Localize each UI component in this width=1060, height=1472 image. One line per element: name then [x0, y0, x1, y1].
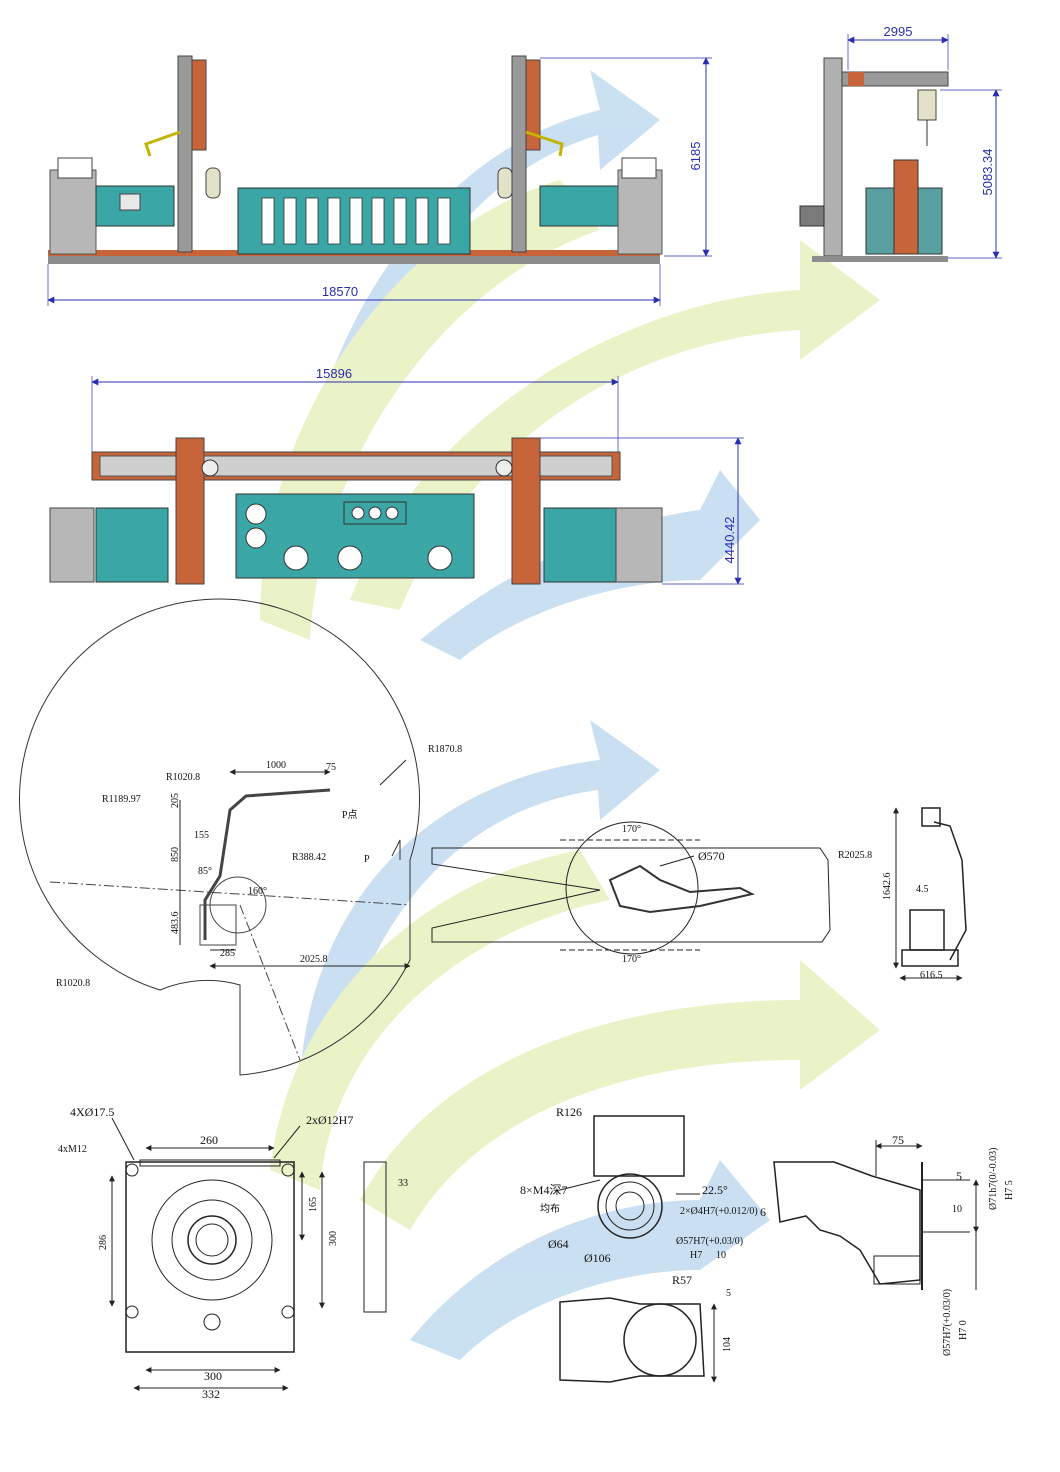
tap-label: 8×M4深7	[520, 1183, 567, 1197]
pins-label: 2xØ12H7	[306, 1113, 353, 1127]
plan-width-dimension: 4440.42	[722, 517, 737, 564]
wrist-labels: R126 8×M4深7 均布 22.5° 2×Ø4H7(+0.012/0) 6 …	[520, 1105, 766, 1352]
w332-label: 332	[202, 1387, 220, 1401]
r57-label: R57	[672, 1273, 692, 1287]
d57-label: Ø57H7(+0.03/0)	[676, 1236, 743, 1247]
h165-label: 165	[308, 1197, 319, 1212]
small-side-view	[893, 807, 967, 981]
a160-label: 160°	[248, 886, 267, 897]
r1870-label: R1870.8	[428, 744, 462, 755]
r1020-bottom-label: R1020.8	[56, 978, 90, 989]
plan-length-dimension: 15896	[316, 366, 352, 381]
holes-label: 4XØ17.5	[70, 1105, 114, 1119]
h7-label: H7	[690, 1250, 702, 1261]
w616-label: 616.5	[920, 970, 943, 981]
base-labels: 4XØ17.5 4xM12 260 2xØ12H7 33 165 300 286…	[58, 1105, 408, 1401]
r1189-label: R1189.97	[102, 794, 141, 805]
flange-h7-5-label: H7 5	[1004, 1180, 1015, 1200]
side-view: 2995 5083.34	[799, 24, 1002, 262]
v155-label: 155	[194, 830, 209, 841]
workspace-labels: R1870.8 R1020.8 R1189.97 1000 75 205 155…	[56, 744, 462, 989]
d64-label: Ø64	[548, 1237, 569, 1251]
top-reach-labels: 170° 170° Ø570 R2025.8	[622, 824, 872, 965]
flange-section-labels: 75 5 10 Ø71h7(0/-0.03) H7 5 Ø57H7(+0.03/…	[892, 1133, 1015, 1356]
r2025-label: R2025.8	[838, 850, 872, 861]
top-reach-diagram	[431, 821, 831, 955]
angle-top-label: 170°	[622, 824, 641, 835]
flange-d57-label: Ø57H7(+0.03/0)	[942, 1289, 953, 1356]
elevation-length-dimension: 18570	[322, 284, 358, 299]
d106-label: Ø106	[584, 1251, 611, 1265]
workspace-diagram	[19, 598, 420, 1076]
base-mounting-view	[109, 1117, 387, 1391]
h286-label: 286	[98, 1235, 109, 1250]
depth-10-label: 10	[716, 1250, 726, 1261]
h285-label: 285	[220, 948, 235, 959]
side-view-height-dimension: 5083.34	[980, 149, 995, 196]
pins-4-label: 2×Ø4H7(+0.012/0)	[680, 1206, 758, 1217]
flange-w5-label: 5	[956, 1169, 962, 1183]
flange-section-view	[773, 1140, 979, 1290]
a85-label: 85°	[198, 866, 212, 877]
h2025-label: 2025.8	[300, 954, 328, 965]
wrist-flange-view	[559, 1115, 717, 1383]
r126-label: R126	[556, 1105, 582, 1119]
watermark-arrows	[260, 70, 880, 1360]
angle-bottom-label: 170°	[622, 954, 641, 965]
reach-1000-label: 1000	[266, 760, 286, 771]
v205-label: 205	[170, 793, 181, 808]
depth-6-label: 6	[760, 1205, 766, 1219]
threads-label: 4xM12	[58, 1144, 87, 1155]
h1642-label: 1642.6	[882, 873, 893, 901]
diameter-570-label: Ø570	[698, 849, 725, 863]
p-label: P	[364, 854, 370, 865]
elevation-view: 6185 18570	[47, 55, 712, 306]
v483-label: 483.6	[170, 912, 181, 935]
w260-label: 260	[200, 1133, 218, 1147]
w5-label: 5	[726, 1288, 731, 1299]
angle-22-label: 22.5°	[702, 1183, 728, 1197]
r1020-top-label: R1020.8	[166, 772, 200, 783]
flange-d71-label: Ø71h7(0/-0.03)	[988, 1148, 999, 1211]
w75-label: 75	[326, 762, 336, 773]
r388-label: R388.42	[292, 852, 326, 863]
even-label: 均布	[540, 1203, 560, 1215]
h300-label: 300	[328, 1231, 339, 1246]
flange-w75-label: 75	[892, 1133, 904, 1147]
elevation-height-dimension: 6185	[688, 142, 703, 171]
side-view-boom-dimension: 2995	[884, 24, 913, 39]
d33-label: 33	[398, 1178, 408, 1189]
h104-label: 104	[722, 1337, 733, 1352]
plan-view: 15896 4440.42	[49, 366, 744, 585]
flange-w10-label: 10	[952, 1204, 962, 1215]
small-side-labels: 1642.6 4.5 616.5	[882, 873, 943, 982]
w300-label: 300	[204, 1369, 222, 1383]
w45-label: 4.5	[916, 884, 929, 895]
v850-label: 850	[170, 847, 181, 862]
p-point-label: P点	[342, 809, 358, 821]
flange-h7-0-label: H7 0	[958, 1320, 969, 1340]
